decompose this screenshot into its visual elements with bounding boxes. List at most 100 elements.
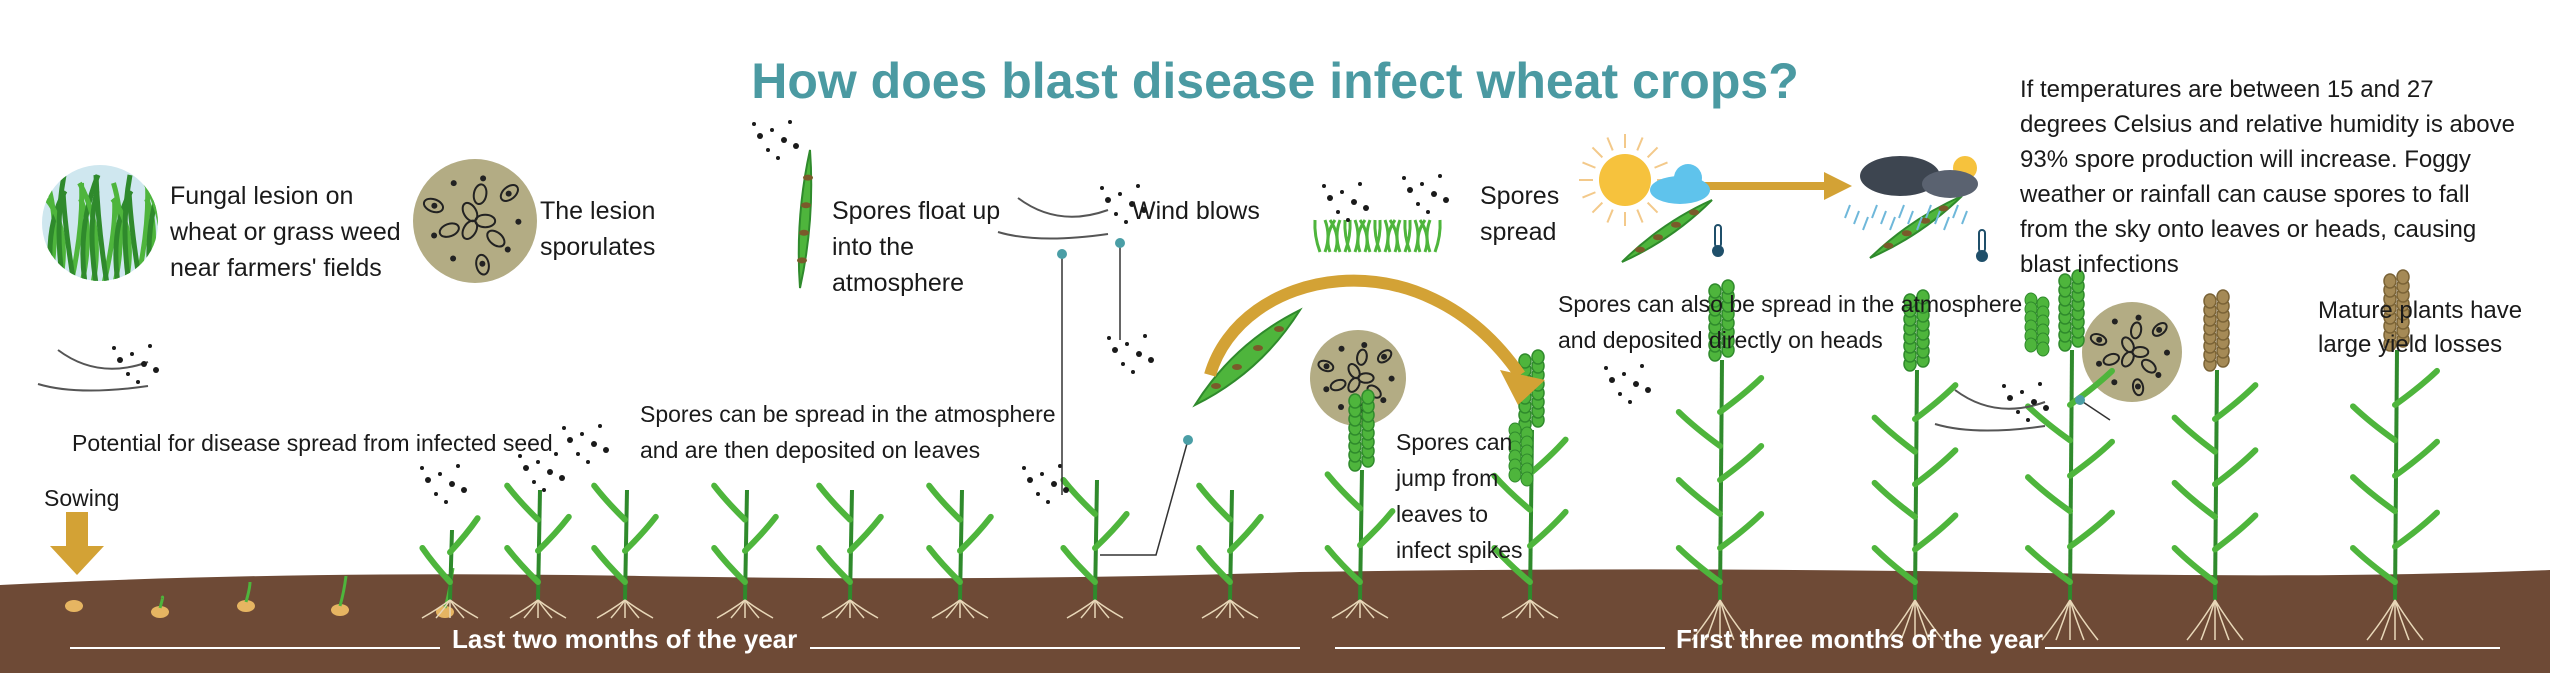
wheat-plant-icon: [2171, 289, 2259, 641]
root: [1229, 599, 1259, 619]
grain: [1531, 349, 1545, 365]
connector-dot: [1183, 435, 1193, 445]
wheat-plant-icon: [1324, 389, 1396, 619]
sprout: [338, 575, 348, 607]
sun-ray: [1654, 161, 1668, 169]
root-icon: [1331, 599, 1389, 619]
seed-icon: [151, 606, 169, 618]
connector-dot: [2075, 395, 2085, 405]
spore-dot: [431, 202, 438, 209]
leaf-blade: [2171, 479, 2218, 520]
leaf-blade: [591, 482, 628, 523]
spore-dot: [1063, 487, 1069, 493]
spore-cluster-icon: [1322, 182, 1369, 222]
wind-line: [57, 349, 149, 370]
blade: [1335, 219, 1342, 253]
root: [1691, 599, 1721, 641]
wheat-plant-icon: [1196, 482, 1264, 619]
leaf-blade: [504, 482, 541, 523]
spore-shape: [2102, 352, 2120, 366]
wheat-spike-icon: [2203, 289, 2230, 372]
root: [1201, 599, 1231, 619]
spore-dot: [1346, 218, 1350, 222]
spore-dot: [2135, 314, 2142, 321]
wind-swirl-icon: [37, 349, 149, 392]
root: [1359, 599, 1389, 619]
spore-dot: [793, 143, 799, 149]
spore-dot: [523, 465, 529, 471]
wheat-spike-icon: [1708, 279, 1735, 362]
leaf-blade: [2212, 512, 2259, 553]
spore-cluster-icon: [420, 464, 467, 504]
spore-dot: [586, 460, 590, 464]
spore-dot: [1338, 345, 1345, 352]
grain: [1708, 283, 1722, 299]
leaf-blade: [957, 513, 994, 554]
grain: [1721, 279, 1735, 295]
leaf-blade: [1227, 513, 1264, 554]
tube: [1978, 229, 1986, 253]
leaf-blade: [2067, 367, 2115, 408]
root: [1345, 599, 1361, 619]
leaf: [797, 149, 813, 289]
spore-dot: [1618, 392, 1622, 396]
spore-dot: [2096, 360, 2103, 367]
cloud-icon: [1650, 164, 1710, 204]
spore-dot: [1381, 353, 1388, 360]
spore-dot: [425, 477, 431, 483]
spore-cluster-icon: [2002, 382, 2049, 422]
cloud: [1674, 164, 1702, 192]
root-icon: [421, 599, 479, 619]
spore-dot: [580, 432, 584, 436]
spore-cluster-icon: [562, 424, 609, 464]
leaf-blade: [622, 513, 659, 554]
spore-dot: [1426, 210, 1430, 214]
leaf-blade: [2025, 474, 2073, 515]
leaf-blade: [1871, 414, 1918, 455]
spore-dot: [1416, 202, 1420, 206]
leaf: [1192, 307, 1303, 408]
raindrop: [1961, 210, 1968, 225]
spore-dot: [450, 180, 457, 187]
label-lesion-sporulates: The lesion sporulates: [540, 197, 656, 261]
timeline-label-second: First three months of the year: [1676, 624, 2043, 654]
spore-shape: [1347, 363, 1361, 380]
leaf-blade: [2025, 403, 2073, 444]
infected-leaf-icon: [1621, 199, 1713, 263]
spore-shape: [475, 253, 490, 276]
sun-ray: [1606, 209, 1614, 223]
wheat-plant-icon: [2350, 269, 2440, 641]
leaf-blade: [2350, 474, 2398, 515]
root: [959, 599, 989, 619]
wind-line: [1954, 389, 2046, 410]
spore-dot: [1125, 342, 1129, 346]
leaf-blade: [1675, 409, 1723, 449]
spore-dot: [2016, 410, 2020, 414]
leaf: [1621, 199, 1713, 263]
spore-dot: [1640, 364, 1644, 368]
spore-dot: [1112, 347, 1118, 353]
leaf-blade: [1357, 508, 1396, 549]
rain-icon: [1844, 204, 1968, 231]
sun-ray: [1636, 209, 1644, 223]
wheat-spike-icon: [2024, 292, 2050, 357]
raindrop: [1871, 204, 1878, 219]
spore-dot: [576, 452, 580, 456]
lesion-spot: [1653, 234, 1663, 241]
root: [1066, 599, 1096, 619]
spore-dot: [1407, 187, 1413, 193]
spore-dot: [2031, 399, 2037, 405]
spore-dot: [431, 232, 438, 239]
sowing-arrow-icon: [50, 512, 104, 575]
spore-cluster-icon: [1402, 174, 1449, 214]
spore-dot: [603, 447, 609, 453]
grain: [2058, 273, 2072, 289]
spore-dot: [1027, 477, 1033, 483]
leaf-blade: [504, 545, 541, 585]
leaf-blade: [2392, 367, 2440, 408]
root: [435, 599, 451, 619]
root: [2069, 599, 2099, 641]
leaf-blade: [2212, 447, 2259, 488]
raindrop: [1907, 210, 1914, 225]
